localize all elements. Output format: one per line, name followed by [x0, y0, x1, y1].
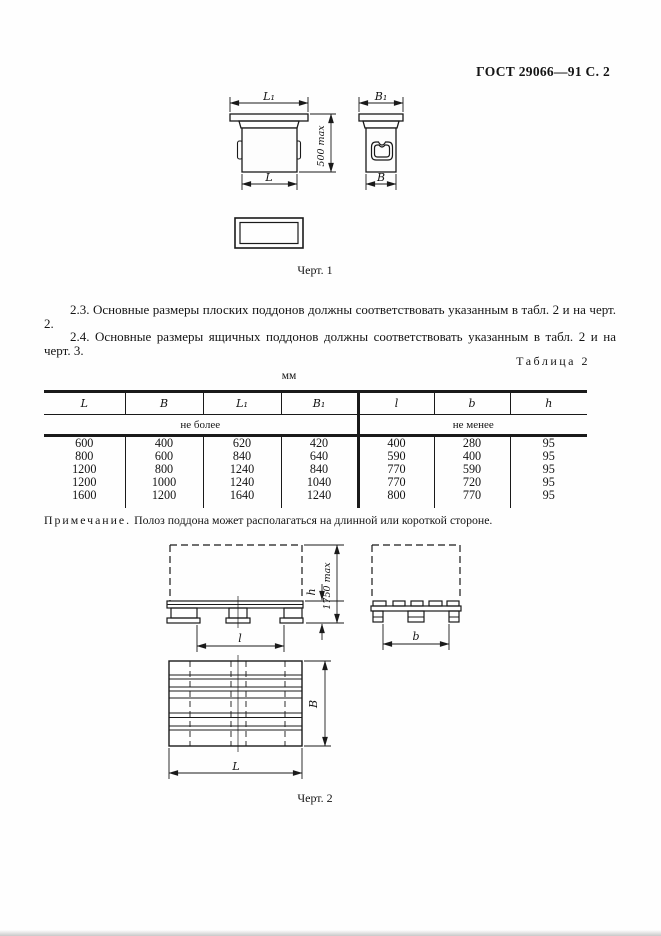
dim-label-B: B	[376, 171, 385, 184]
right-block	[283, 607, 303, 619]
col-header-b: b	[434, 391, 511, 415]
left-bottom-board	[166, 617, 201, 624]
dim-label-l: l	[238, 632, 242, 645]
handle-cutout	[370, 141, 394, 161]
col-header-L: L	[44, 391, 126, 415]
dim-label-h: h	[305, 588, 318, 595]
note-text: Полоз поддона может располагаться на дли…	[134, 513, 493, 527]
figure-1-box-pallet-drawing: L₁ L 500 max B₁ B Черт. 1	[229, 90, 404, 277]
end-view-dimensions	[382, 624, 450, 650]
pallet-lid-side	[358, 113, 404, 122]
box-pallet-front-view	[229, 113, 309, 173]
deck-plank	[370, 605, 462, 612]
table-unit-label: мм	[281, 370, 297, 382]
dim-label-B1: B₁	[374, 90, 388, 103]
table-header-row: L B L₁ B₁ l b h	[44, 391, 587, 415]
load-outline-dashed	[371, 544, 461, 597]
right-leg	[448, 610, 460, 623]
plan-view-dimensions	[168, 660, 331, 779]
side-view-dimensions	[358, 97, 404, 190]
col-header-l: l	[358, 391, 435, 415]
figure-1-caption: Черт. 1	[297, 263, 332, 277]
dim-label-plan-L: L	[231, 760, 239, 773]
table-rule-extension	[44, 502, 587, 508]
col-header-B: B	[125, 391, 204, 415]
front-view-dimensions	[229, 97, 336, 190]
col-header-h: h	[510, 391, 587, 415]
hidden-stringer-lines	[189, 661, 286, 746]
table-title: Таблица 2	[516, 354, 590, 368]
flat-pallet-plan-view	[168, 655, 303, 752]
pallet-body	[241, 127, 298, 173]
dim-label-b: b	[412, 630, 419, 643]
note-label: Примечание.	[44, 513, 132, 527]
table-note: Примечание. Полоз поддона может располаг…	[44, 513, 616, 528]
table-group-header-row: не более не менее	[44, 414, 587, 437]
pallet-lid	[229, 113, 309, 122]
box-pallet-top-view	[234, 217, 304, 249]
dim-label-500max: 500 max	[316, 125, 327, 167]
front-view-dimensions	[196, 544, 344, 652]
left-leg	[372, 610, 384, 623]
flat-pallet-end-view	[370, 544, 462, 623]
left-block	[170, 607, 198, 619]
box-pallet-side-view	[358, 113, 404, 173]
lid-rim-side	[362, 120, 400, 129]
group-header-ne-bolee: не более	[44, 414, 360, 437]
clause-2-4: 2.4. Основные размеры ящичных поддонов д…	[44, 329, 616, 358]
clause-paragraphs: 2.3. Основные размеры плоских поддонов д…	[44, 303, 616, 357]
center-leg	[407, 610, 425, 623]
lid-rim	[238, 120, 300, 129]
dim-label-L1: L₁	[262, 90, 275, 103]
load-outline-dashed	[169, 544, 303, 601]
scan-edge-shadow	[0, 930, 661, 936]
col-header-B1: B₁	[281, 391, 360, 415]
group-header-ne-menee: не менее	[358, 414, 587, 437]
flat-pallet-front-view	[166, 544, 304, 628]
figure-2-flat-pallet-drawing: l h 1750 max b	[166, 544, 462, 805]
page-header: ГОСТ 29066—91 С. 2	[476, 64, 610, 79]
dim-label-plan-B: B	[307, 700, 320, 709]
figure-2-caption: Черт. 2	[297, 791, 332, 805]
col-header-L1: L₁	[203, 391, 282, 415]
clause-2-3: 2.3. Основные размеры плоских поддонов д…	[44, 302, 616, 331]
dim-label-1750max: 1750 max	[322, 562, 333, 610]
dim-label-L: L	[264, 171, 272, 184]
deck-board-lines	[169, 674, 302, 731]
right-bottom-board	[279, 617, 304, 624]
pallet-body-side	[365, 127, 397, 173]
